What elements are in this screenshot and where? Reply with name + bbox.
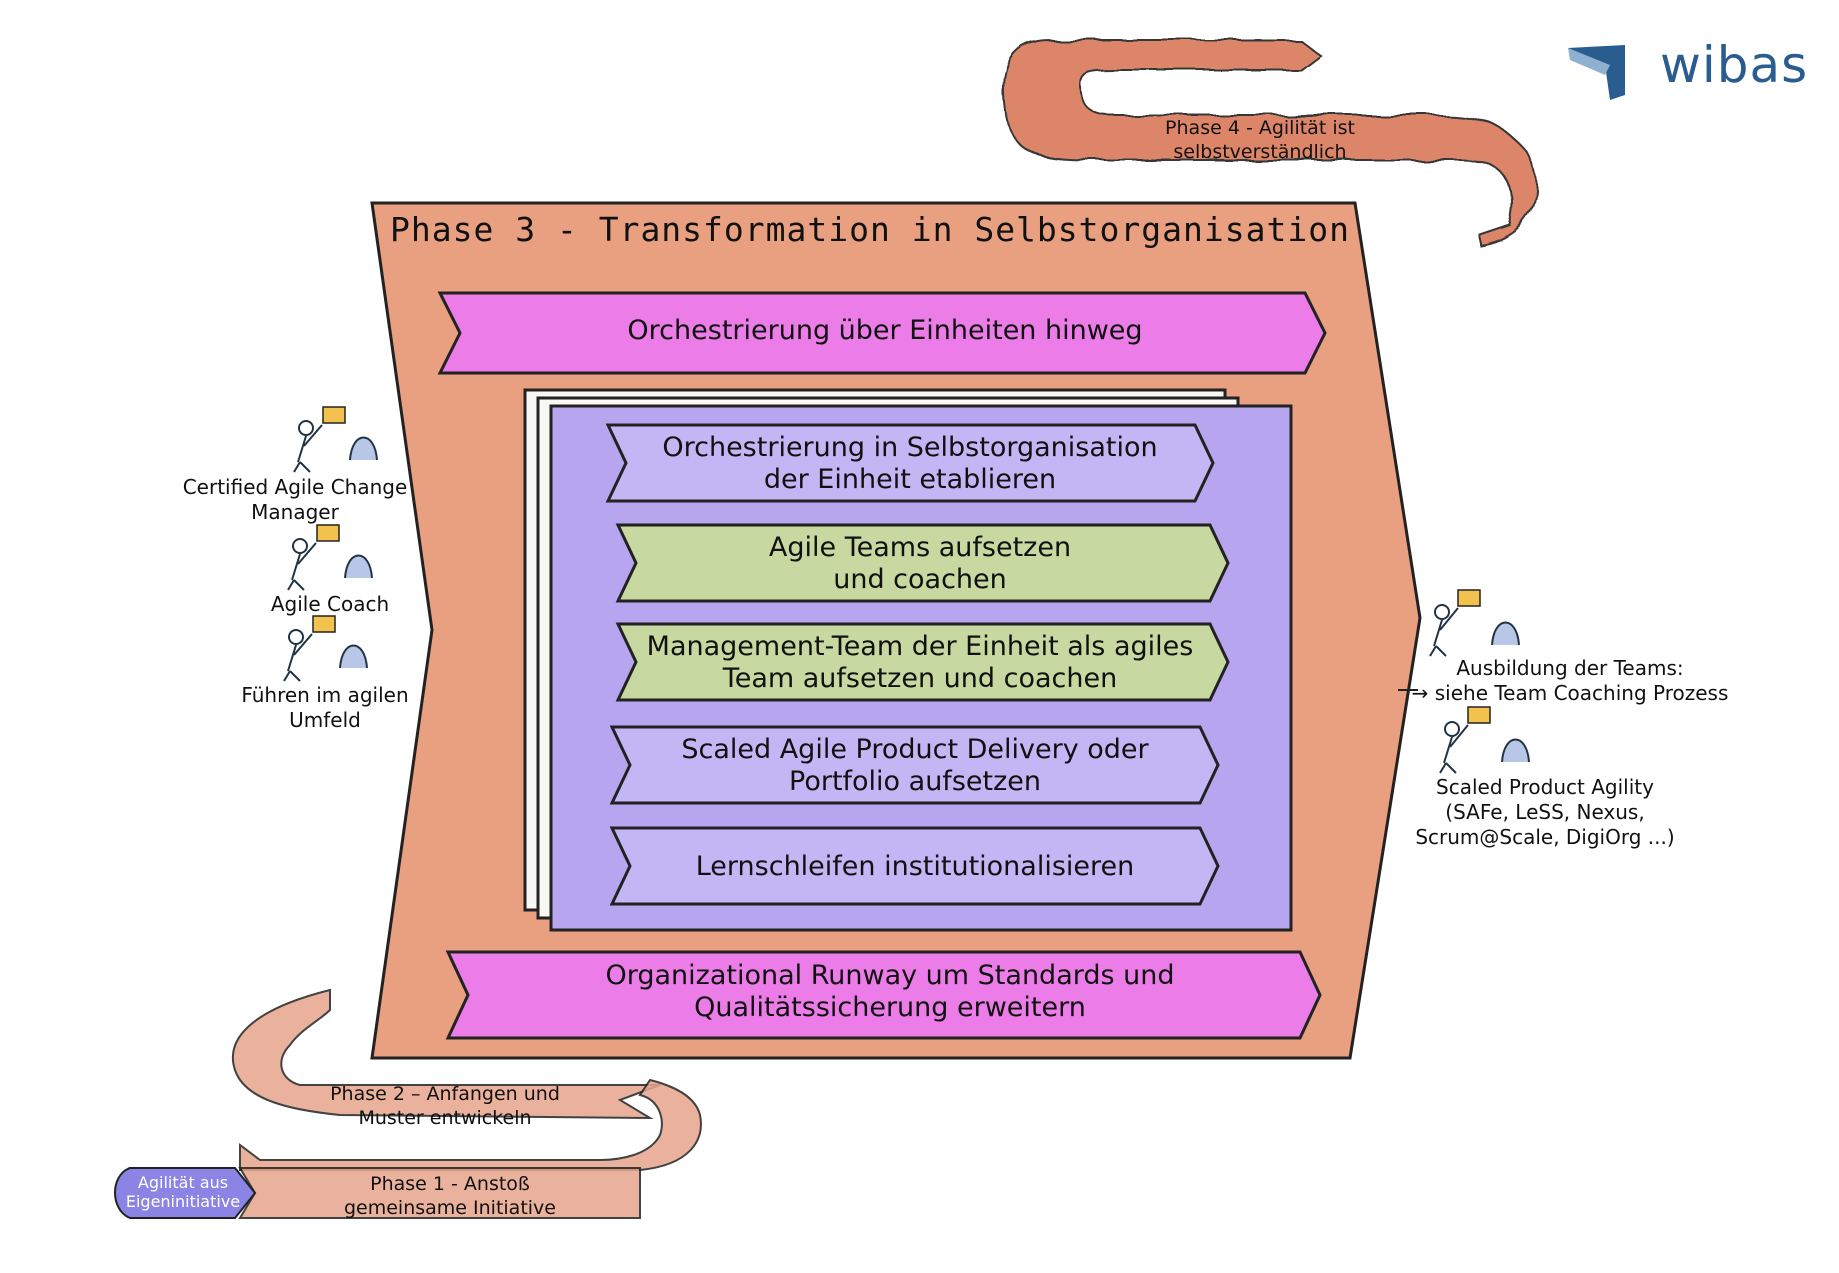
trainer-icon-group-1 (293, 406, 378, 473)
inner-chevron-3 (615, 622, 1230, 702)
training-label-agile-coach: Agile Coach (270, 592, 390, 616)
orchestration-label: Orchestrierung über Einheiten hinweg (627, 315, 1143, 346)
inner-chevron-2 (615, 523, 1230, 603)
trainer-icon-group-3 (283, 615, 368, 682)
phase1-arrow (238, 1078, 702, 1219)
training-label-scaled: Scaled Product Agility(SAFe, LeSS, Nexus… (1415, 775, 1675, 849)
trainer-icon-group-2 (287, 524, 373, 591)
wibas-logo-text: wibas (1660, 36, 1809, 94)
trainer-icon-group-5 (1439, 706, 1530, 774)
inner-chevron-5 (609, 826, 1220, 906)
phase3-title: Phase 3 - Transformation in Selbstorgani… (390, 210, 1350, 249)
training-label-teams: Ausbildung der Teams:→ siehe Team Coachi… (1411, 656, 1729, 705)
orchestration-chevron (437, 291, 1327, 375)
initiative-badge (114, 1167, 257, 1219)
phase2-arrow (231, 988, 661, 1120)
inner-chevron-1 (605, 423, 1215, 503)
inner-block-5-label: Lernschleifen institutionalisieren (695, 851, 1135, 882)
phase4-arrow (1002, 39, 1537, 247)
runway-chevron (445, 950, 1322, 1040)
trainer-icon-group-4 (1429, 589, 1520, 657)
inner-chevron-4 (609, 725, 1220, 805)
wibas-logo-mark (1568, 45, 1625, 100)
